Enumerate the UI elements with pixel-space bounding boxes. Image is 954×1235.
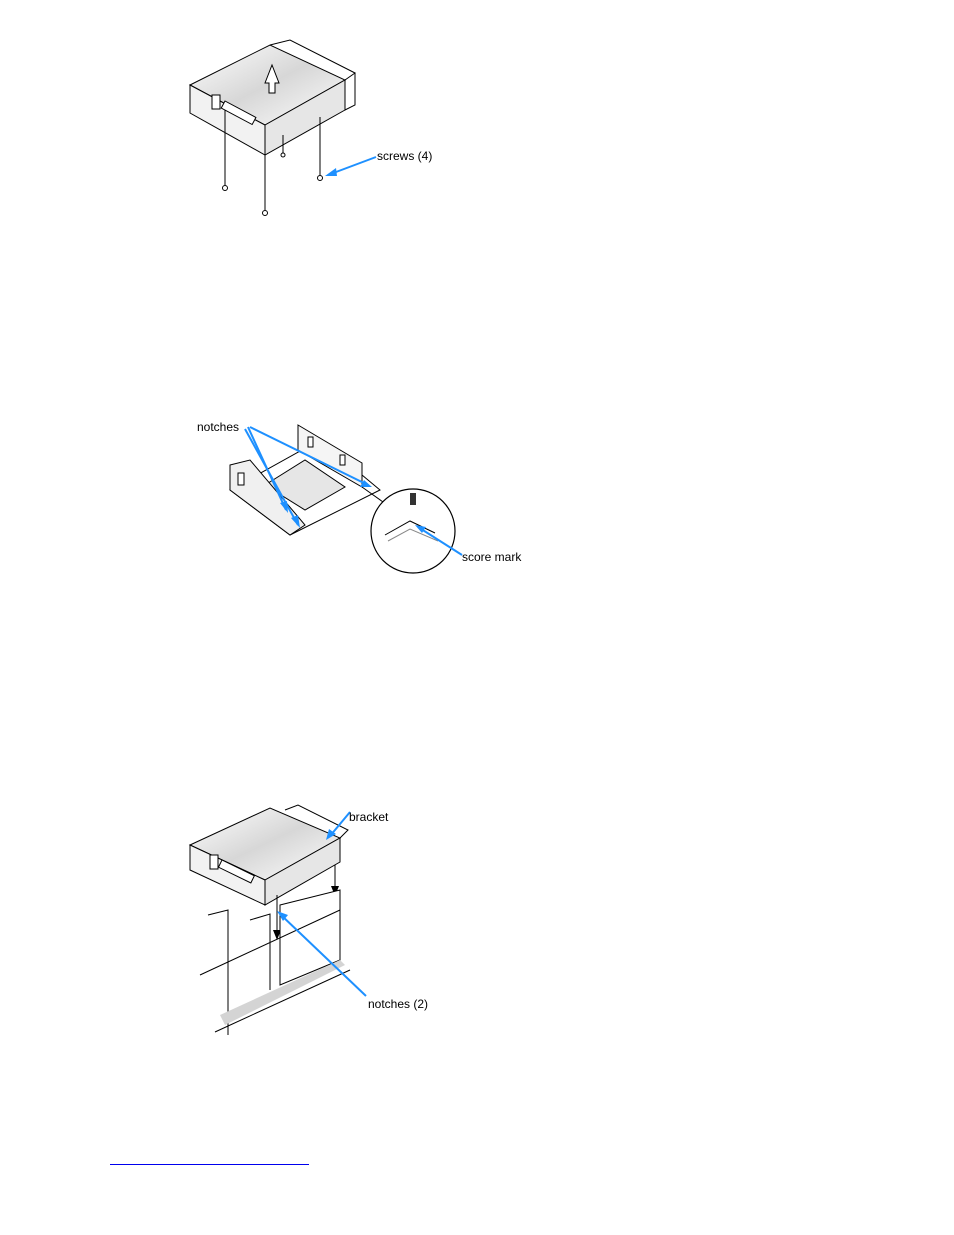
callout-notches-2: notches (2) [368, 997, 428, 1011]
drive-illustration-1 [180, 35, 470, 225]
figure-drive-screws [180, 35, 470, 225]
callout-notches: notches [197, 420, 239, 434]
callout-screws: screws (4) [377, 149, 432, 163]
bracket-illustration [190, 415, 490, 590]
callout-score-mark: score mark [462, 550, 521, 564]
figure-bracket-notches [190, 415, 490, 590]
back-to-contents-link[interactable] [110, 1150, 309, 1165]
callout-bracket: bracket [349, 810, 388, 824]
